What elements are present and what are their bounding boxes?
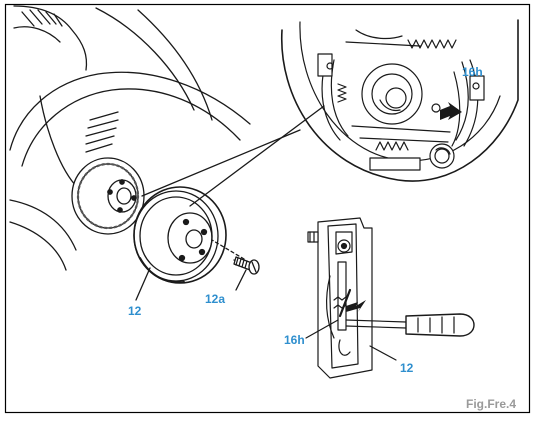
projection-line-upper: [141, 129, 301, 197]
leader-12a: [235, 269, 247, 291]
brake-inset: [280, 19, 519, 182]
adjust-detail: [305, 217, 475, 379]
figure-frame: [4, 3, 531, 414]
leader-16h-detail: [305, 319, 339, 339]
brake-drum: [133, 186, 227, 284]
label-drum-detail: 12: [400, 361, 414, 375]
label-spring-detail: 16h: [284, 333, 305, 347]
projection-line-lower: [189, 105, 325, 207]
body-panel: [9, 5, 251, 271]
leader-12: [135, 267, 151, 301]
hub-assembly: [71, 157, 145, 235]
label-screw: 12a: [205, 292, 226, 306]
leader-12-detail: [369, 345, 397, 361]
label-spring-inset: 16h: [462, 65, 483, 79]
label-drum: 12: [128, 304, 142, 318]
figure-reference: Fig.Fre.4: [466, 397, 517, 411]
main-view: [9, 5, 325, 301]
drum-screw: [211, 239, 260, 275]
